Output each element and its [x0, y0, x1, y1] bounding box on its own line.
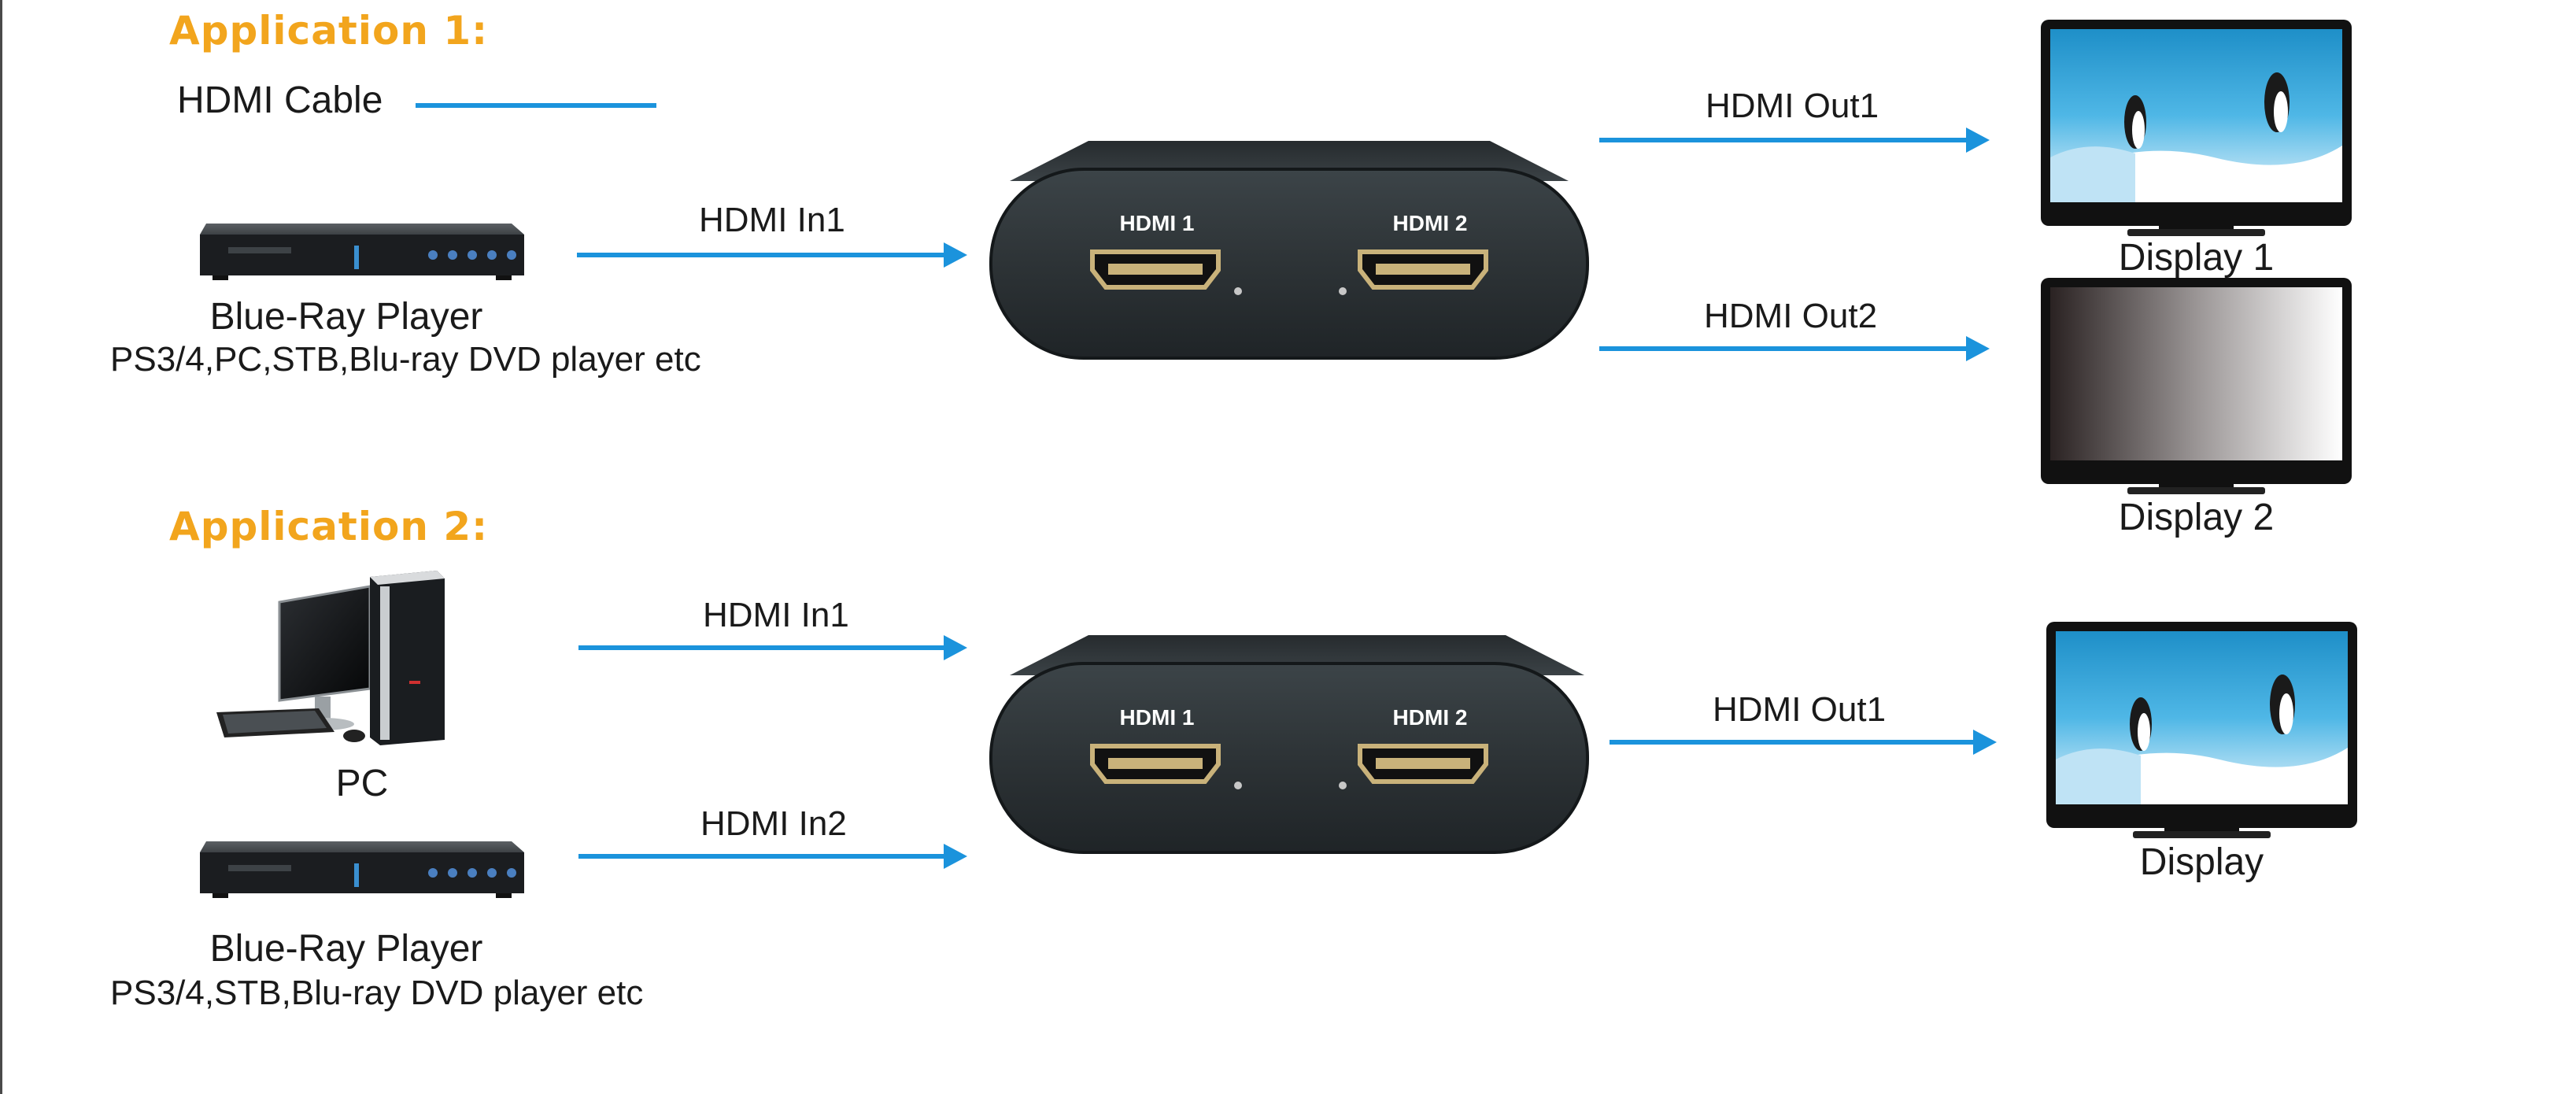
app2-out1-label: HDMI Out1: [1713, 690, 1887, 729]
hdmi-splitter-device: HDMI 1 HDMI 2: [989, 635, 1589, 854]
app2-in1-arrow: [578, 635, 967, 660]
app1-out1-label: HDMI Out1: [1706, 87, 1879, 125]
app1-out2-arrow: [1599, 336, 1990, 361]
legend-cable-label: HDMI Cable: [177, 79, 383, 121]
app1-title: Application 1:: [169, 8, 489, 54]
hdmi-splitter-device: HDMI 1 HDMI 2: [989, 141, 1589, 360]
app1-port2-label: HDMI 2: [1393, 211, 1468, 235]
app2-out1-arrow: [1610, 730, 1997, 755]
app2-title: Application 2:: [169, 504, 489, 549]
app2-source-desc: PS3/4,STB,Blu-ray DVD player etc: [110, 974, 644, 1012]
app2-display-label: Display: [2139, 841, 2264, 883]
pc-computer-icon: [216, 571, 445, 745]
app2-port2-label: HDMI 2: [1393, 705, 1468, 730]
app2-in2-arrow: [578, 844, 967, 869]
app1-port1-label: HDMI 1: [1120, 211, 1195, 235]
app1-source-desc: PS3/4,PC,STB,Blu-ray DVD player etc: [110, 340, 701, 379]
legend-cable-line: [416, 103, 656, 108]
app1-out2-label: HDMI Out2: [1704, 297, 1878, 335]
display-1-label: Display 1: [2118, 237, 2275, 279]
left-border: [0, 0, 2, 1094]
app1-in1-arrow: [577, 242, 967, 268]
app1-source-name: Blue-Ray Player: [209, 296, 483, 338]
display-2-tv-icon: [2041, 278, 2352, 494]
bluray-player-icon: [200, 224, 524, 280]
app2-pc-label: PC: [335, 763, 389, 804]
app2-port1-label: HDMI 1: [1120, 705, 1195, 730]
display-tv-icon: [2046, 622, 2357, 838]
display-2-label: Display 2: [2118, 497, 2275, 538]
app1-out1-arrow: [1599, 128, 1990, 153]
app2-in1-label: HDMI In1: [703, 596, 849, 634]
app2-source-name: Blue-Ray Player: [209, 928, 483, 970]
app2-in2-label: HDMI In2: [700, 804, 847, 843]
display-1-tv-icon: [2041, 20, 2352, 236]
app1-in1-label: HDMI In1: [699, 201, 845, 239]
bluray-player-icon: [200, 841, 524, 898]
